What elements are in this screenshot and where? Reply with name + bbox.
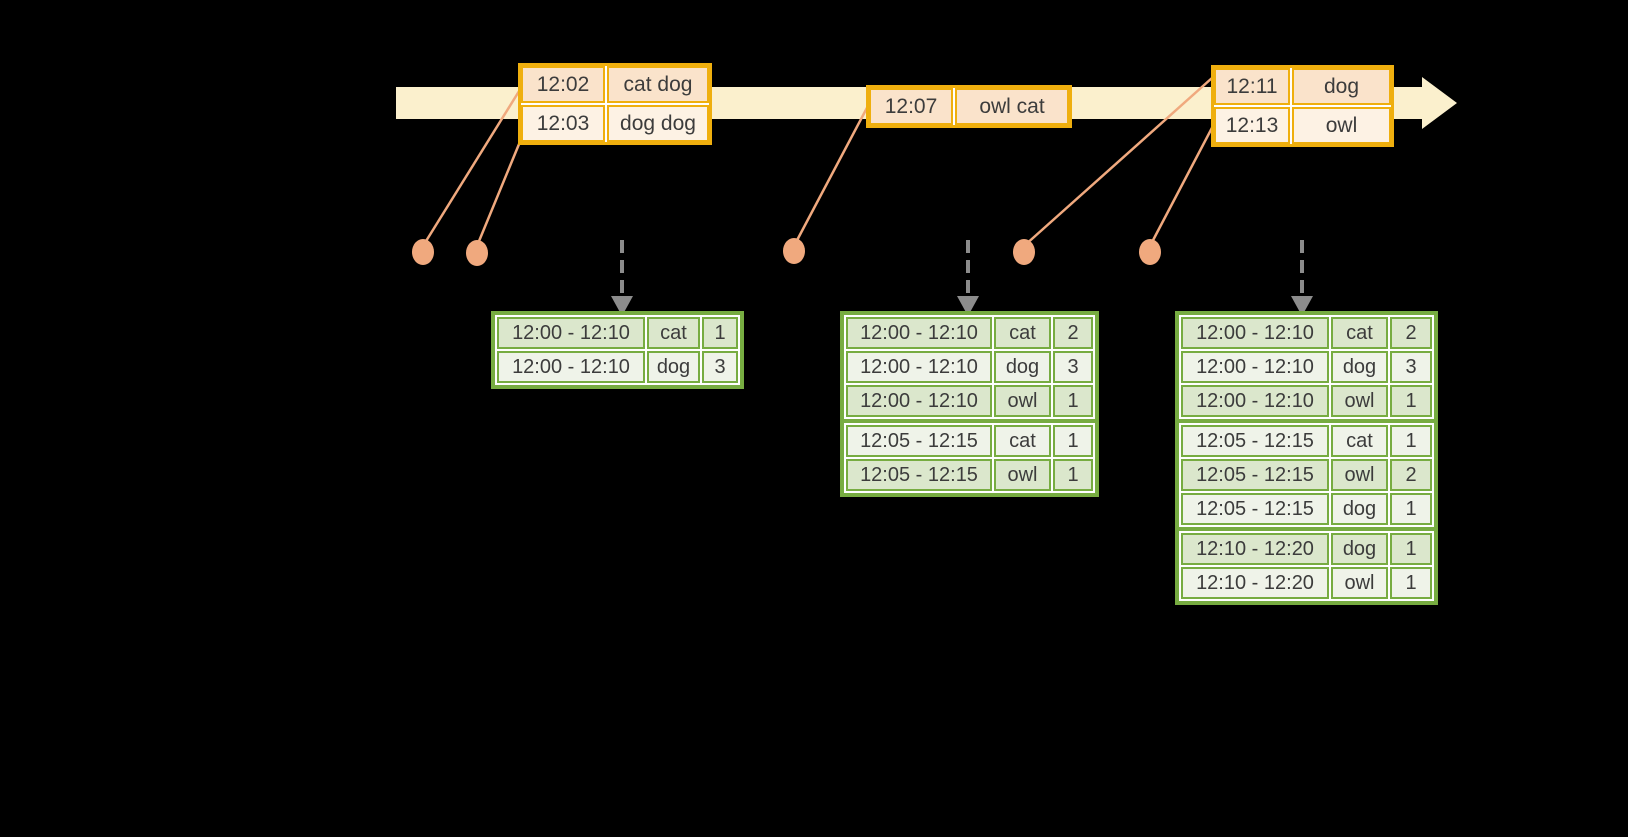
count-cell: 1 xyxy=(702,317,738,349)
connector-line xyxy=(421,87,523,247)
window-cell: 12:00 - 12:10 xyxy=(846,317,992,349)
event-words-cell: dog xyxy=(1292,68,1391,105)
window-cell: 12:10 - 12:20 xyxy=(1181,533,1329,565)
count-cell: 1 xyxy=(1390,493,1432,525)
event-time-cell: 12:11 xyxy=(1214,68,1290,105)
event-connector-lines xyxy=(421,77,1216,247)
word-cell: dog xyxy=(1331,351,1388,383)
event-table-2: 12:07 owl cat xyxy=(866,85,1072,128)
group-separator xyxy=(1179,527,1434,531)
window-group: 12:00 - 12:10 cat 1 12:00 - 12:10 dog 3 xyxy=(495,315,740,385)
window-cell: 12:00 - 12:10 xyxy=(1181,385,1329,417)
arrowhead-icon xyxy=(957,296,979,316)
event-words-cell: dog dog xyxy=(607,105,709,142)
window-cell: 12:05 - 12:15 xyxy=(846,459,992,491)
window-group: 12:05 - 12:15 cat 1 12:05 - 12:15 owl 2 … xyxy=(1179,423,1434,527)
count-cell: 2 xyxy=(1390,317,1432,349)
event-words-cell: owl xyxy=(1292,107,1391,144)
window-cell: 12:05 - 12:15 xyxy=(846,425,992,457)
count-cell: 3 xyxy=(1390,351,1432,383)
window-group: 12:00 - 12:10 cat 2 12:00 - 12:10 dog 3 … xyxy=(844,315,1095,419)
connector-line xyxy=(792,103,871,247)
event-time-cell: 12:03 xyxy=(521,105,605,142)
count-cell: 1 xyxy=(1053,385,1093,417)
count-cell: 1 xyxy=(1390,425,1432,457)
trigger-arrowheads xyxy=(611,296,1313,316)
window-group: 12:05 - 12:15 cat 1 12:05 - 12:15 owl 1 xyxy=(844,423,1095,493)
count-cell: 1 xyxy=(1053,459,1093,491)
word-cell: dog xyxy=(1331,493,1388,525)
word-cell: cat xyxy=(1331,425,1388,457)
connector-line xyxy=(475,131,526,247)
event-time-cell: 12:13 xyxy=(1214,107,1290,144)
count-cell: 2 xyxy=(1390,459,1432,491)
count-cell: 1 xyxy=(1390,567,1432,599)
count-cell: 1 xyxy=(1053,425,1093,457)
event-time-cell: 12:07 xyxy=(869,88,953,125)
event-dot xyxy=(466,240,488,266)
arrowhead-icon xyxy=(611,296,633,316)
window-cell: 12:05 - 12:15 xyxy=(1181,493,1329,525)
event-dot xyxy=(783,238,805,264)
connector-line xyxy=(1023,77,1213,247)
result-table-2: 12:00 - 12:10 cat 2 12:00 - 12:10 dog 3 … xyxy=(840,311,1099,497)
event-dot xyxy=(412,239,434,265)
word-cell: owl xyxy=(1331,459,1388,491)
window-cell: 12:05 - 12:15 xyxy=(1181,459,1329,491)
word-cell: owl xyxy=(1331,385,1388,417)
window-group: 12:00 - 12:10 cat 2 12:00 - 12:10 dog 3 … xyxy=(1179,315,1434,419)
word-cell: dog xyxy=(994,351,1051,383)
event-time-cell: 12:02 xyxy=(521,66,605,103)
word-cell: owl xyxy=(994,385,1051,417)
group-separator xyxy=(844,419,1095,423)
window-cell: 12:00 - 12:10 xyxy=(1181,351,1329,383)
count-cell: 1 xyxy=(1390,385,1432,417)
event-words-cell: cat dog xyxy=(607,66,709,103)
word-cell: dog xyxy=(647,351,700,383)
count-cell: 3 xyxy=(702,351,738,383)
window-cell: 12:00 - 12:10 xyxy=(846,351,992,383)
count-cell: 2 xyxy=(1053,317,1093,349)
word-cell: cat xyxy=(994,425,1051,457)
result-table-1: 12:00 - 12:10 cat 1 12:00 - 12:10 dog 3 xyxy=(491,311,744,389)
result-table-3: 12:00 - 12:10 cat 2 12:00 - 12:10 dog 3 … xyxy=(1175,311,1438,605)
count-cell: 3 xyxy=(1053,351,1093,383)
word-cell: cat xyxy=(647,317,700,349)
event-table-1: 12:02 cat dog 12:03 dog dog xyxy=(518,63,712,145)
event-dots xyxy=(412,238,1161,266)
window-cell: 12:10 - 12:20 xyxy=(1181,567,1329,599)
trigger-arrows xyxy=(620,240,1304,298)
window-cell: 12:00 - 12:10 xyxy=(497,317,645,349)
connector-line xyxy=(1148,123,1216,247)
event-words-cell: owl cat xyxy=(955,88,1069,125)
window-cell: 12:00 - 12:10 xyxy=(846,385,992,417)
event-table-3: 12:11 dog 12:13 owl xyxy=(1211,65,1394,147)
word-cell: cat xyxy=(994,317,1051,349)
window-cell: 12:00 - 12:10 xyxy=(497,351,645,383)
count-cell: 1 xyxy=(1390,533,1432,565)
event-dot xyxy=(1139,239,1161,265)
word-cell: dog xyxy=(1331,533,1388,565)
word-cell: owl xyxy=(994,459,1051,491)
arrowhead-icon xyxy=(1291,296,1313,316)
word-cell: cat xyxy=(1331,317,1388,349)
event-dot xyxy=(1013,239,1035,265)
window-cell: 12:00 - 12:10 xyxy=(1181,317,1329,349)
group-separator xyxy=(1179,419,1434,423)
window-group: 12:10 - 12:20 dog 1 12:10 - 12:20 owl 1 xyxy=(1179,531,1434,601)
word-cell: owl xyxy=(1331,567,1388,599)
window-cell: 12:05 - 12:15 xyxy=(1181,425,1329,457)
